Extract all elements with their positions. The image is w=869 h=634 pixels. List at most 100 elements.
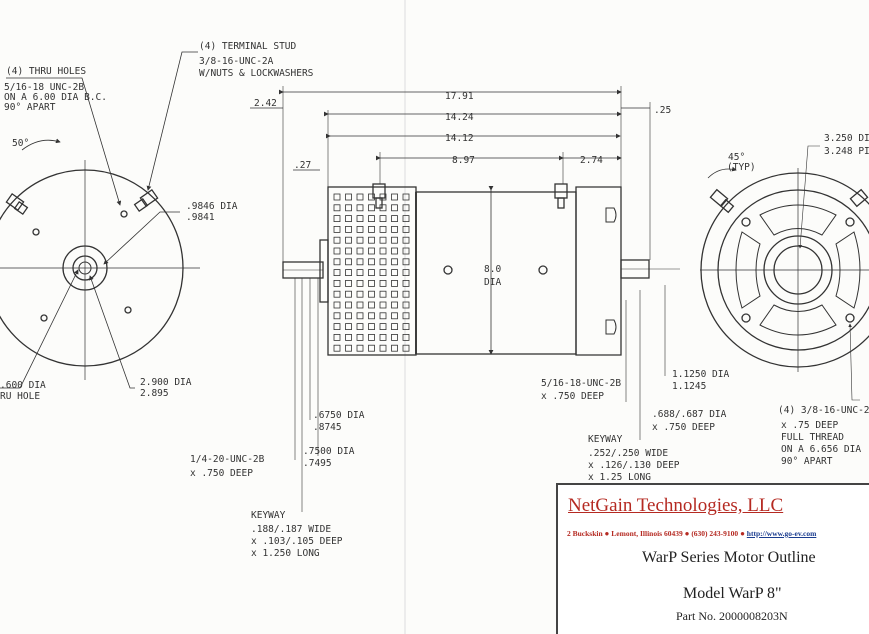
bullet-icon: ● bbox=[740, 529, 745, 538]
vent-slot bbox=[356, 247, 364, 255]
vent-slot bbox=[368, 301, 375, 309]
vent-slot bbox=[345, 236, 352, 244]
vent-slot bbox=[356, 225, 364, 233]
dim-right-shaft: .25 bbox=[654, 105, 671, 116]
terminal-stud bbox=[133, 188, 159, 213]
thru-holes-title: (4) THRU HOLES bbox=[6, 66, 86, 77]
vent-slot bbox=[379, 344, 387, 352]
vent-slot bbox=[368, 247, 375, 255]
dim-studs: 8.97 bbox=[452, 155, 475, 166]
vent-slot bbox=[345, 225, 352, 233]
side-view bbox=[250, 86, 680, 512]
left-flange bbox=[319, 239, 329, 303]
title-block: NetGain Technologies, LLC 2 Buckskin ● L… bbox=[556, 483, 869, 634]
vent-slot bbox=[368, 290, 375, 298]
vent-slot bbox=[368, 344, 375, 352]
mount-hole bbox=[845, 217, 855, 227]
angle-label: 50° bbox=[12, 138, 29, 149]
vent-slot bbox=[379, 279, 387, 287]
vent-slot bbox=[333, 193, 341, 201]
vent-slot bbox=[402, 225, 410, 233]
vent-slot bbox=[356, 312, 364, 320]
vent-slot bbox=[391, 269, 398, 277]
shaft2-dia-label: .7500 DIA bbox=[303, 446, 355, 457]
hub-dia-leader bbox=[89, 275, 135, 389]
terminal-stud bbox=[554, 183, 568, 209]
holes-spec: FULL THREAD bbox=[781, 432, 844, 443]
vent-slot bbox=[345, 301, 352, 309]
vent-slot bbox=[345, 344, 352, 352]
vent-slot bbox=[379, 193, 387, 201]
holes-title: (4) 3/8-16-UNC-2B bbox=[778, 405, 869, 416]
vent-slot bbox=[345, 312, 352, 320]
vent-slot bbox=[356, 258, 364, 266]
angle-arc bbox=[707, 166, 737, 179]
shaft-tap-spec: 1/4-20-UNC-2B bbox=[190, 454, 265, 465]
vent-slot bbox=[368, 333, 375, 341]
hub-dia-label: 2.900 DIA bbox=[140, 377, 192, 388]
side-view-labels: 17.91 14.24 14.12 8.97 2.74 2.42 .25 .27… bbox=[190, 91, 729, 559]
thru-hole-leader bbox=[6, 77, 122, 206]
vent-slot bbox=[402, 323, 410, 331]
bore-dia-leader bbox=[0, 269, 79, 389]
thru-holes-spec: 5/16-18 UNC-2B bbox=[4, 82, 84, 93]
vent-slot bbox=[379, 247, 387, 255]
vent-slot bbox=[345, 269, 352, 277]
vent-slot bbox=[356, 215, 364, 223]
vent-window bbox=[735, 231, 761, 309]
vent-window bbox=[759, 204, 837, 236]
vent-slot bbox=[368, 193, 375, 201]
dim-endcap: 2.74 bbox=[580, 155, 603, 166]
vent-slot bbox=[391, 193, 398, 201]
vent-slot bbox=[402, 290, 410, 298]
vent-slot bbox=[391, 279, 398, 287]
vent-slot bbox=[368, 225, 375, 233]
website-link[interactable]: http://www.go-ev.com bbox=[746, 529, 817, 538]
mount-hole bbox=[741, 313, 751, 323]
holes-spec: 90° APART bbox=[781, 456, 833, 467]
vent-slot bbox=[379, 225, 387, 233]
vent-slot bbox=[345, 193, 352, 201]
vent-slot bbox=[391, 225, 398, 233]
dim-flange: .27 bbox=[294, 160, 311, 171]
keyway-spec: x .103/.105 DEEP bbox=[251, 536, 343, 547]
vent-slot bbox=[333, 258, 341, 266]
vent-slot bbox=[402, 269, 410, 277]
holes-leader bbox=[848, 323, 860, 401]
pilot-dia-label: .9846 DIA bbox=[186, 201, 238, 212]
angle-label: 45° bbox=[728, 152, 745, 163]
vent-slot bbox=[345, 279, 352, 287]
holes-spec: x .75 DEEP bbox=[781, 420, 838, 431]
vent-slot bbox=[379, 333, 387, 341]
vent-slot bbox=[402, 312, 410, 320]
vent-slot bbox=[391, 333, 398, 341]
thru-hole bbox=[120, 210, 128, 218]
vent-slot bbox=[368, 323, 375, 331]
vent-slot bbox=[379, 290, 387, 298]
vent-slot bbox=[345, 290, 352, 298]
bullet-icon: ● bbox=[604, 529, 610, 538]
pilot-dia-label: .9841 bbox=[186, 212, 215, 223]
vent-slot bbox=[402, 258, 410, 266]
right-shaft-dia-label: 1.1250 DIA bbox=[672, 369, 729, 380]
dim-overall: 17.91 bbox=[445, 91, 474, 102]
left-end-view bbox=[0, 51, 200, 389]
vent-slot bbox=[368, 215, 375, 223]
vent-slot bbox=[333, 236, 341, 244]
vent-slot bbox=[402, 193, 410, 201]
vent-slot bbox=[379, 301, 387, 309]
vent-slot bbox=[379, 312, 387, 320]
vent-slot bbox=[379, 236, 387, 244]
vent-slot bbox=[356, 333, 364, 341]
vent-slot bbox=[345, 258, 352, 266]
right-view-labels: 45° (TYP) 3.250 DI 3.248 PI (4) 3/8-16-U… bbox=[727, 133, 869, 467]
vent-window bbox=[759, 304, 837, 336]
keyway-title: KEYWAY bbox=[251, 510, 286, 521]
city: Lemont, Illinois 60439 bbox=[611, 529, 683, 538]
shaft-dia-label: .6750 DIA bbox=[313, 410, 365, 421]
vent-slot bbox=[379, 323, 387, 331]
bolt-head bbox=[538, 265, 548, 275]
mount-hole bbox=[741, 217, 751, 227]
